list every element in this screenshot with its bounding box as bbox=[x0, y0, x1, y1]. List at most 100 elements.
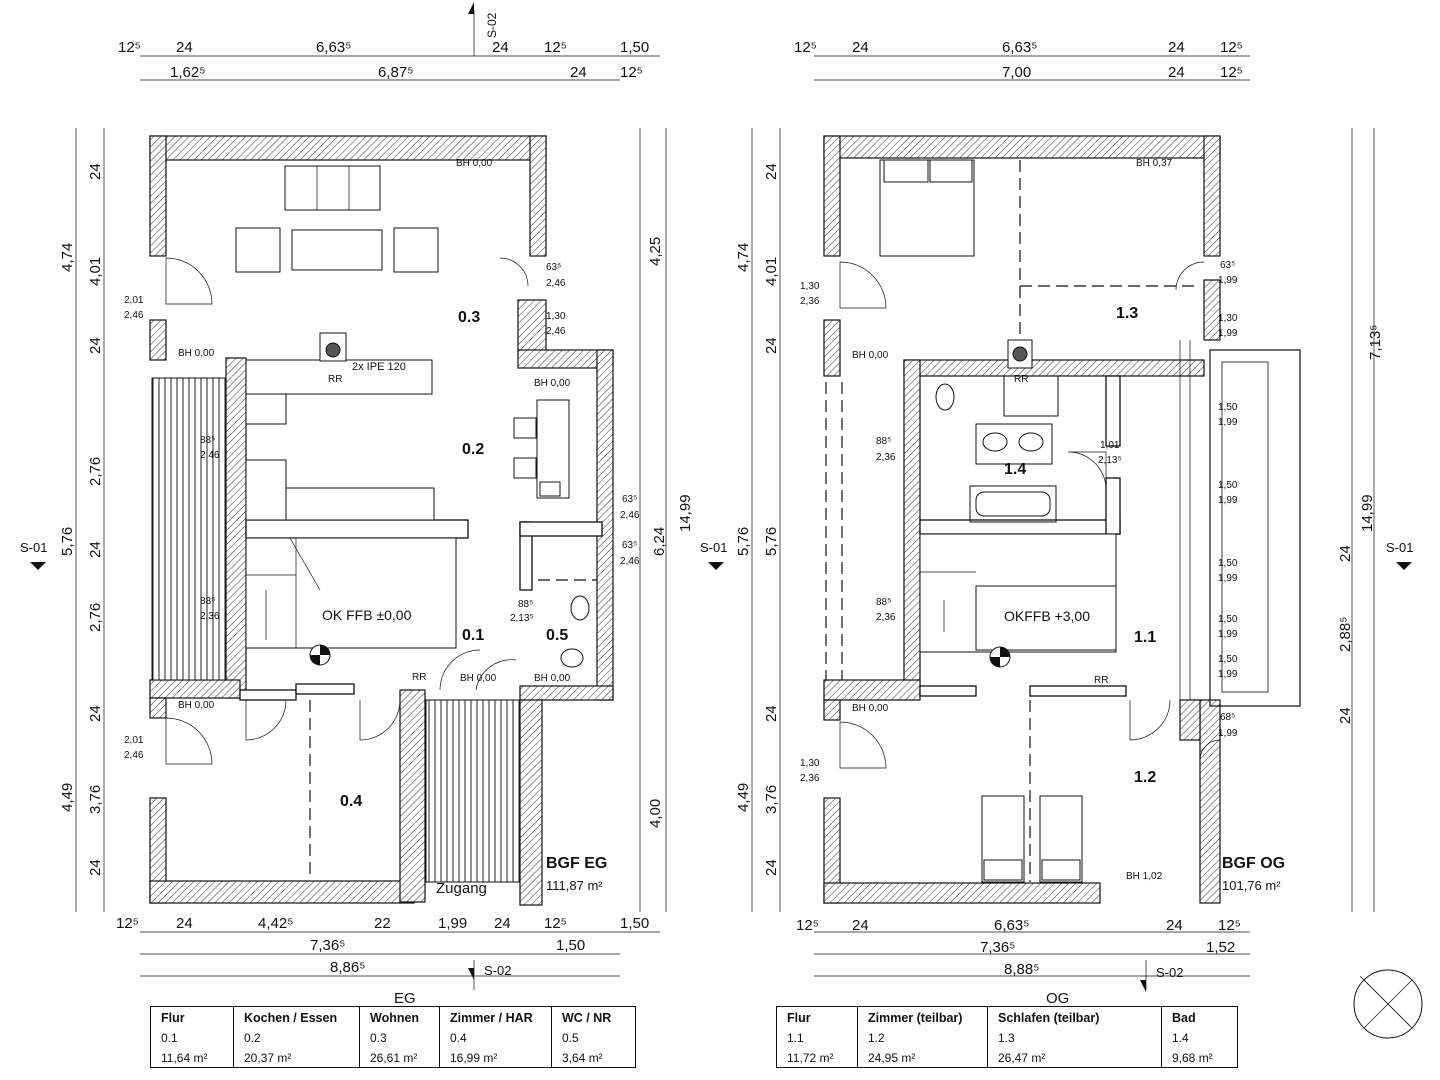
svg-text:BH 0,00: BH 0,00 bbox=[534, 673, 571, 684]
og-doors bbox=[839, 261, 1221, 769]
svg-text:1,99: 1,99 bbox=[438, 915, 467, 932]
svg-text:7,00: 7,00 bbox=[1002, 64, 1031, 81]
svg-text:24: 24 bbox=[492, 39, 509, 56]
eg-gross-area-label: BGF EG bbox=[546, 855, 607, 872]
svg-text:5,76: 5,76 bbox=[763, 527, 780, 556]
eg-level-label: OK FFB ±0,00 bbox=[322, 607, 412, 623]
svg-text:1,01: 1,01 bbox=[1100, 440, 1120, 451]
svg-text:BH 0,00: BH 0,00 bbox=[178, 348, 215, 359]
svg-text:12⁵: 12⁵ bbox=[1220, 39, 1243, 56]
eg-room-area-0-5: 3,64 m² bbox=[562, 1051, 603, 1065]
svg-text:12⁵: 12⁵ bbox=[544, 39, 567, 56]
eg-room-id-0-5: 0.5 bbox=[546, 627, 568, 644]
eg-room-area-0-3: 26,61 m² bbox=[370, 1051, 418, 1065]
svg-text:12⁵: 12⁵ bbox=[620, 64, 643, 81]
svg-text:2,46: 2,46 bbox=[546, 326, 566, 337]
svg-text:88⁵: 88⁵ bbox=[876, 436, 891, 447]
og-top-dims-row2: 7,00 24 12⁵ bbox=[1002, 64, 1243, 81]
og-room-name-1-1: Flur bbox=[787, 1011, 811, 1025]
og-bottom-dims-row2: 7,36⁵ 1,52 bbox=[980, 939, 1235, 956]
eg-room-name-0-4: Zimmer / HAR bbox=[450, 1011, 533, 1025]
og-section-s01-left-label: S-01 bbox=[700, 540, 727, 555]
svg-text:12⁵: 12⁵ bbox=[794, 39, 817, 56]
eg-doors bbox=[165, 257, 529, 765]
svg-text:BH 0,00: BH 0,00 bbox=[852, 350, 889, 361]
eg-bottom-dims-row2: 7,36⁵ 1,50 bbox=[310, 937, 585, 954]
svg-text:1,99: 1,99 bbox=[1218, 728, 1238, 739]
svg-text:24: 24 bbox=[1337, 545, 1354, 562]
eg-top-dims-row1: 12⁵ 24 6,63⁵ 24 12⁵ 1,50 bbox=[118, 39, 649, 56]
og-level-label: OKFFB +3,00 bbox=[1004, 608, 1090, 624]
og-floor-plan bbox=[823, 135, 1301, 904]
svg-text:22: 22 bbox=[374, 915, 391, 932]
og-left-dims: 4,74 5,76 4,49 24 4,01 24 5,76 24 3,76 2… bbox=[735, 163, 780, 876]
svg-text:5,76: 5,76 bbox=[735, 527, 752, 556]
svg-text:14,99: 14,99 bbox=[1359, 494, 1376, 532]
og-right-dims: 7,13⁵ 14,99 24 2,88⁵ 24 bbox=[1337, 325, 1384, 724]
svg-text:2,36: 2,36 bbox=[800, 296, 820, 307]
svg-text:63⁵: 63⁵ bbox=[1220, 260, 1235, 271]
svg-text:7,36⁵: 7,36⁵ bbox=[980, 939, 1015, 956]
svg-text:24: 24 bbox=[852, 39, 869, 56]
eg-room-area-0-4: 16,99 m² bbox=[450, 1051, 498, 1065]
og-room-code-1-2: 1.2 bbox=[868, 1031, 885, 1045]
svg-text:4,49: 4,49 bbox=[59, 783, 76, 812]
og-bottom-total-dim: 8,88⁵ bbox=[1004, 961, 1039, 978]
svg-text:24: 24 bbox=[763, 859, 780, 876]
svg-text:1,50: 1,50 bbox=[1218, 402, 1238, 413]
svg-text:1,50: 1,50 bbox=[620, 39, 649, 56]
og-room-name-1-2: Zimmer (teilbar) bbox=[868, 1011, 963, 1025]
eg-sofa-set bbox=[235, 165, 439, 273]
og-gross-area-label: BGF OG bbox=[1222, 855, 1285, 872]
og-top-dims-row1: 12⁵ 24 6,63⁵ 24 12⁵ bbox=[794, 39, 1243, 56]
eg-room-name-0-5: WC / NR bbox=[562, 1011, 612, 1025]
eg-room-id-0-2: 0.2 bbox=[462, 441, 484, 458]
og-room-id-1-1: 1.1 bbox=[1134, 629, 1156, 646]
eg-left-dims: 4,74 5,76 4,49 24 4,01 24 2,76 24 2,76 3… bbox=[59, 163, 104, 876]
eg-bottom-dims-row1: 12⁵ 24 4,42⁵ 22 1,99 24 12⁵ 1,50 bbox=[116, 915, 649, 932]
svg-text:3,76: 3,76 bbox=[763, 785, 780, 814]
svg-text:1,30: 1,30 bbox=[800, 281, 820, 292]
svg-text:RR: RR bbox=[1014, 374, 1028, 385]
svg-text:24: 24 bbox=[176, 915, 193, 932]
svg-text:1,50: 1,50 bbox=[556, 937, 585, 954]
og-beds bbox=[879, 159, 1083, 883]
svg-text:6,63⁵: 6,63⁵ bbox=[1002, 39, 1037, 56]
svg-text:88⁵: 88⁵ bbox=[200, 596, 215, 607]
svg-text:1,50: 1,50 bbox=[620, 915, 649, 932]
svg-text:88⁵: 88⁵ bbox=[876, 597, 891, 608]
svg-text:12⁵: 12⁵ bbox=[1218, 917, 1241, 934]
eg-section-s02-top-label: S-02 bbox=[485, 12, 499, 38]
svg-text:2,76: 2,76 bbox=[87, 603, 104, 632]
svg-text:12⁵: 12⁵ bbox=[1220, 64, 1243, 81]
eg-right-dims: 4,25 6,24 4,00 14,99 bbox=[647, 237, 694, 828]
eg-room-name-0-2: Kochen / Essen bbox=[244, 1011, 338, 1025]
eg-room-code-0-4: 0.4 bbox=[450, 1031, 467, 1045]
svg-text:2,46: 2,46 bbox=[620, 556, 640, 567]
eg-terrace bbox=[151, 377, 227, 681]
svg-text:BH 0,00: BH 0,00 bbox=[456, 158, 493, 169]
svg-text:2,36: 2,36 bbox=[876, 452, 896, 463]
eg-interior-stair bbox=[245, 537, 457, 649]
svg-text:4,25: 4,25 bbox=[647, 237, 664, 266]
svg-text:2,13⁵: 2,13⁵ bbox=[1098, 455, 1122, 466]
eg-room-code-0-2: 0.2 bbox=[244, 1031, 261, 1045]
svg-text:2,36: 2,36 bbox=[800, 773, 820, 784]
svg-text:24: 24 bbox=[763, 337, 780, 354]
svg-text:68⁵: 68⁵ bbox=[1220, 712, 1235, 723]
svg-text:1,30: 1,30 bbox=[1218, 313, 1238, 324]
svg-text:1,50: 1,50 bbox=[1218, 654, 1238, 665]
eg-beam-label: 2x IPE 120 bbox=[352, 361, 406, 373]
svg-text:12⁵: 12⁵ bbox=[796, 917, 819, 934]
og-interior-stair bbox=[919, 533, 1117, 653]
og-room-id-1-4: 1.4 bbox=[1004, 461, 1026, 478]
svg-text:24: 24 bbox=[763, 705, 780, 722]
og-room-code-1-3: 1.3 bbox=[998, 1031, 1015, 1045]
eg-walls bbox=[149, 135, 614, 906]
svg-text:4,42⁵: 4,42⁵ bbox=[258, 915, 293, 932]
svg-text:24: 24 bbox=[87, 859, 104, 876]
eg-room-area-0-2: 20,37 m² bbox=[244, 1051, 292, 1065]
og-room-area-1-3: 26,47 m² bbox=[998, 1051, 1046, 1065]
eg-top-dims-row2: 1,62⁵ 6,87⁵ 24 12⁵ bbox=[170, 64, 643, 81]
svg-text:1,30: 1,30 bbox=[800, 758, 820, 769]
